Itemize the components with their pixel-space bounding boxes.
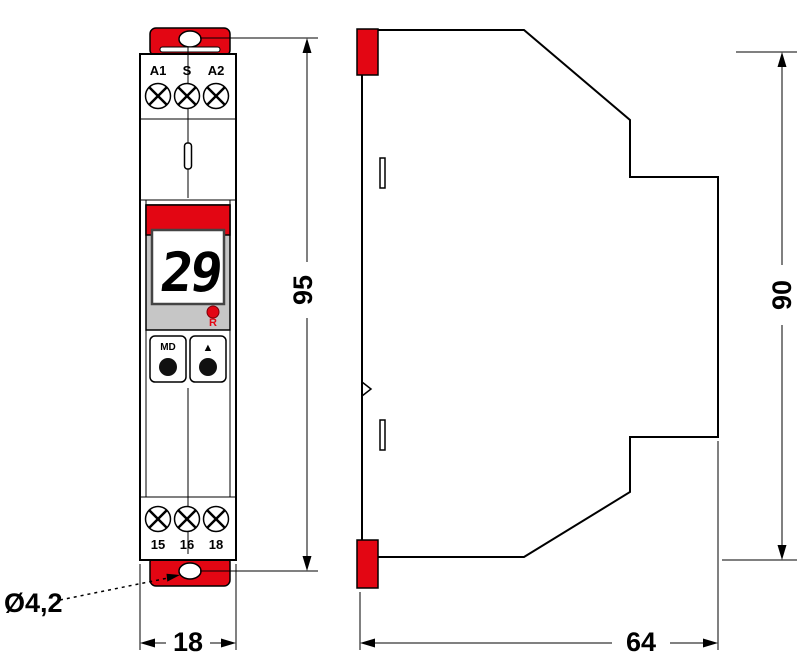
up-button: ▲: [189, 335, 227, 383]
side-bottom-mounting-tab: [356, 539, 379, 589]
dimension-side-height: 90: [722, 51, 797, 561]
vent-slot-bottom: [379, 419, 386, 451]
dimension-front-width: 18: [139, 564, 237, 657]
screw-terminal-s: [173, 82, 201, 110]
leader-arrowhead-icon: [166, 573, 180, 582]
clip-notch: [361, 381, 373, 397]
terminal-label-18: 18: [209, 537, 223, 552]
terminal-label-a2: A2: [208, 63, 225, 78]
terminal-label-16: 16: [180, 537, 194, 552]
screw-terminal-a1: [144, 82, 172, 110]
top-mounting-hole: [178, 30, 202, 48]
terminal-label-s: S: [183, 63, 192, 78]
top-tab-slot: [159, 46, 221, 53]
arrowhead-up-icon: [777, 52, 787, 67]
terminal-label-15: 15: [151, 537, 165, 552]
hole-diameter-label: Ø4,2: [4, 588, 63, 618]
screw-terminal-15: [144, 505, 172, 533]
screw-terminal-a2: [202, 82, 230, 110]
up-button-label: ▲: [203, 342, 214, 354]
mode-button: MD: [149, 335, 187, 383]
arrowhead-down-icon: [302, 556, 312, 571]
screw-terminal-18: [202, 505, 230, 533]
display-digits: 29: [157, 241, 224, 304]
display-window: [150, 228, 226, 306]
mode-button-label: MD: [160, 342, 176, 353]
leader-line: [59, 577, 169, 601]
indicator-slot: [183, 142, 193, 170]
reset-led-icon: [206, 305, 220, 319]
front-view: A1 S A2 29 R MD: [139, 27, 237, 587]
arrowhead-right-icon: [221, 638, 236, 648]
arrowhead-down-icon: [777, 545, 787, 560]
screw-terminal-16: [173, 505, 201, 533]
arrowhead-left-icon: [140, 638, 155, 648]
side-view: [356, 28, 719, 589]
vent-slot-top: [379, 157, 386, 189]
dimension-label-18: 18: [173, 627, 203, 657]
terminal-label-a1: A1: [150, 63, 167, 78]
led-label: R: [209, 317, 217, 329]
dimension-label-90: 90: [767, 280, 797, 310]
hole-diameter-callout: Ø4,2: [4, 573, 180, 618]
bottom-mounting-hole: [178, 562, 202, 580]
side-top-mounting-tab: [356, 28, 379, 76]
side-body-outline: [361, 29, 719, 558]
arrowhead-right-icon: [703, 638, 718, 648]
up-button-dot: [199, 358, 217, 376]
arrowhead-left-icon: [360, 638, 375, 648]
dimension-label-64: 64: [626, 627, 656, 657]
arrowhead-up-icon: [302, 38, 312, 53]
dimension-front-height: 95: [200, 37, 318, 572]
mode-button-dot: [159, 358, 177, 376]
dimension-side-depth: 64: [359, 441, 719, 657]
dimension-label-95: 95: [288, 275, 318, 305]
